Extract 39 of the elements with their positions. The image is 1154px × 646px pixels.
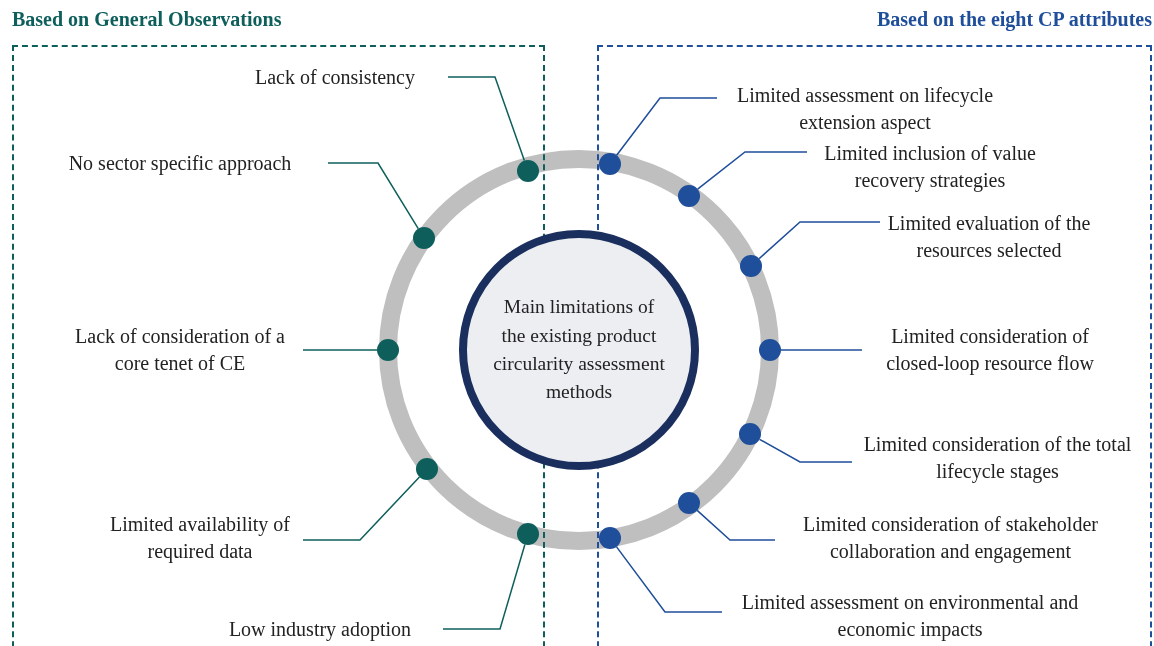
marker-dot xyxy=(678,492,700,514)
leader-line xyxy=(780,349,863,351)
limitation-label: Lack of consideration of a core tenet of CE xyxy=(60,320,300,380)
group-heading: Based on the eight CP attributes xyxy=(877,8,1152,31)
leader-line xyxy=(696,509,776,541)
limitation-label: Limited assessment on environmental and economic impacts xyxy=(725,586,1095,646)
marker-dot xyxy=(377,339,399,361)
limitation-label: Limited availability of required data xyxy=(100,508,300,568)
limitation-label: Limited consideration of the total lifecycle stages xyxy=(855,428,1140,488)
center-label: Main limitations of the existing product circularity assessment methods xyxy=(493,295,665,405)
limitation-label: Low industry adoption xyxy=(200,614,440,644)
limitation-label: Limited evaluation of the resources selected xyxy=(883,208,1095,266)
leader-line xyxy=(302,349,378,351)
marker-dot xyxy=(416,458,438,480)
leader-line xyxy=(327,162,419,230)
limitation-label: No sector specific approach xyxy=(35,148,325,178)
leader-line xyxy=(302,476,421,541)
marker-dot xyxy=(517,523,539,545)
marker-dot xyxy=(739,423,761,445)
leader-line xyxy=(615,97,718,156)
marker-dot xyxy=(413,227,435,249)
limitation-label: Lack of consistency xyxy=(225,62,445,92)
leader-line xyxy=(758,221,881,260)
limitation-label: Limited consideration of closed-loop resource flow xyxy=(865,320,1115,380)
marker-dot xyxy=(599,153,621,175)
leader-line xyxy=(442,543,526,630)
limitation-label: Limited consideration of stakeholder collaboration and engagement xyxy=(778,508,1123,568)
marker-dot xyxy=(517,160,539,182)
limitation-label: Limited inclusion of value recovery strategies xyxy=(810,138,1050,196)
marker-dot xyxy=(599,527,621,549)
leader-line xyxy=(447,76,526,162)
limitation-label: Limited assessment on lifecycle extension aspect xyxy=(720,80,1010,138)
marker-dot xyxy=(678,185,700,207)
group-heading: Based on General Observations xyxy=(12,8,282,31)
leader-line xyxy=(696,151,808,190)
marker-dot xyxy=(759,339,781,361)
marker-dot xyxy=(740,255,762,277)
leader-line xyxy=(615,546,723,613)
leader-line xyxy=(758,438,853,463)
